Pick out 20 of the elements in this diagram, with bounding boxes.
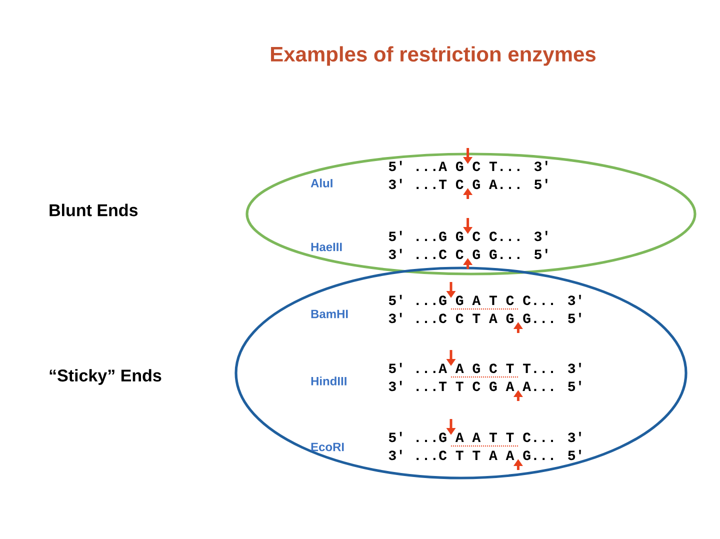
enzyme-name: HaeIII <box>311 242 342 252</box>
enzyme-name: BamHI <box>311 310 348 318</box>
enzyme-name: HindIII <box>311 376 346 386</box>
dna-sequence: 3' ...C C T A G G... 5' <box>388 312 581 324</box>
dna-sequence: 5' ...G G A T C C... 3' <box>388 294 581 306</box>
dna-sequence: 5' ...G G C C... 3' <box>388 230 548 242</box>
dna-sequence: 3' ...C T T A A G... 5' <box>388 450 581 460</box>
dna-sequence: 5' ...G A A T T C... 3' <box>388 432 581 442</box>
ellipse <box>246 152 696 276</box>
dna-sequence: 5' ...A G C T... 3' <box>388 160 548 172</box>
dna-sequence: 3' ...T C G A... 5' <box>388 178 548 190</box>
ellipse <box>234 266 688 480</box>
group-heading: “Sticky” Ends <box>50 369 162 385</box>
dna-sequence: 3' ...C C G G... 5' <box>388 248 548 260</box>
dna-sequence: 3' ...T T C G A A... 5' <box>388 380 581 392</box>
enzyme-name: EcoRI <box>311 442 344 452</box>
enzyme-name: AluI <box>310 178 332 188</box>
title: Examples of restriction enzymes <box>271 46 596 66</box>
group-heading: Blunt Ends <box>50 204 138 216</box>
dna-sequence: 5' ...A A G C T T... 3' <box>388 362 581 374</box>
